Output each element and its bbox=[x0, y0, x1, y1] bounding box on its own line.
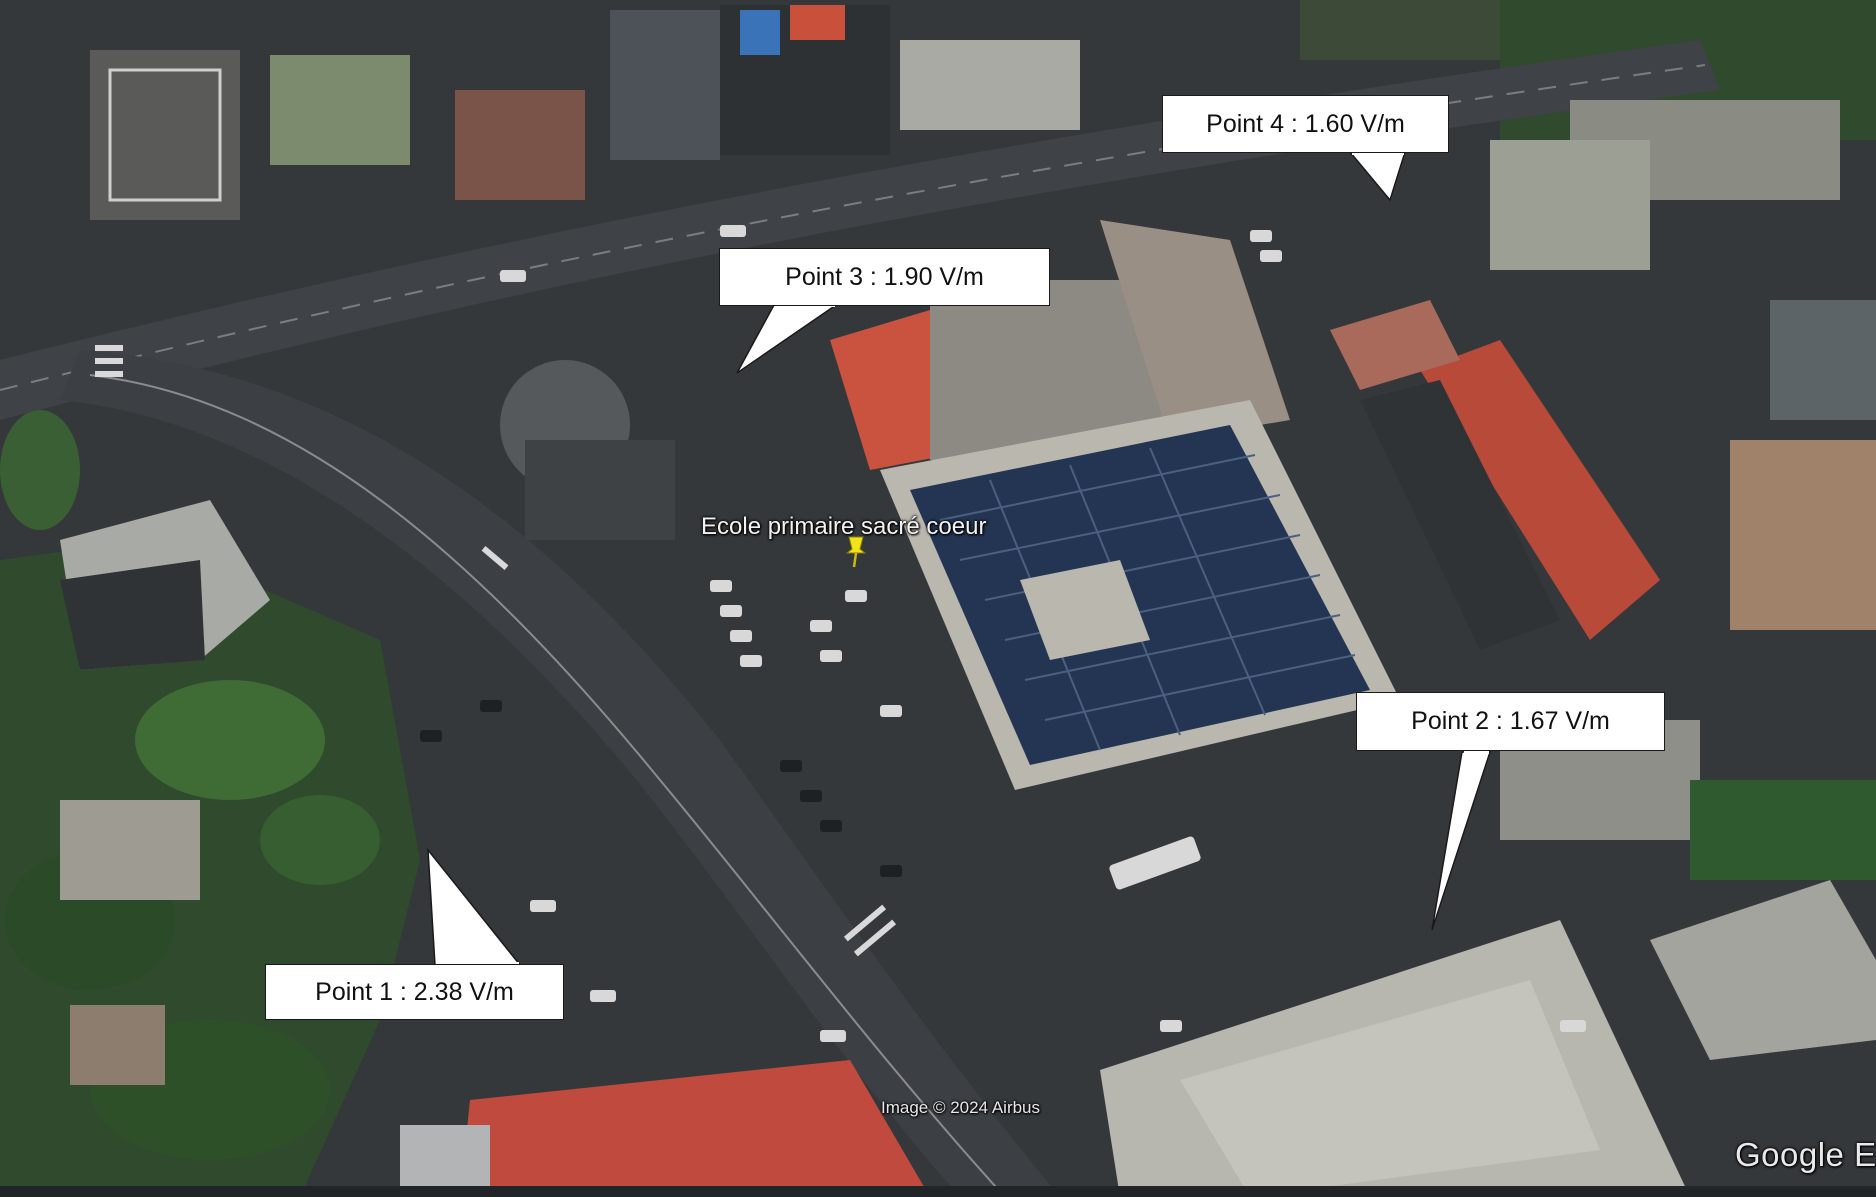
google-earth-logo: Google Ea bbox=[1735, 1136, 1876, 1173]
place-label[interactable]: Ecole primaire sacré coeur bbox=[701, 513, 987, 540]
measurement-callout-point-3: Point 3 : 1.90 V/m bbox=[719, 248, 1050, 306]
callout-label: Point 1 : 2.38 V/m bbox=[315, 977, 514, 1006]
imagery-credit: Image © 2024 Airbus bbox=[881, 1098, 1041, 1117]
measurement-callout-point-2: Point 2 : 1.67 V/m bbox=[1356, 692, 1665, 751]
callout-label: Point 2 : 1.67 V/m bbox=[1411, 707, 1610, 735]
measurement-callout-point-4: Point 4 : 1.60 V/m bbox=[1162, 95, 1449, 153]
map-pin-icon[interactable] bbox=[843, 535, 869, 569]
callout-label: Point 4 : 1.60 V/m bbox=[1206, 109, 1405, 138]
measurement-callout-point-1: Point 1 : 2.38 V/m bbox=[265, 964, 564, 1020]
callout-label: Point 3 : 1.90 V/m bbox=[785, 262, 984, 291]
